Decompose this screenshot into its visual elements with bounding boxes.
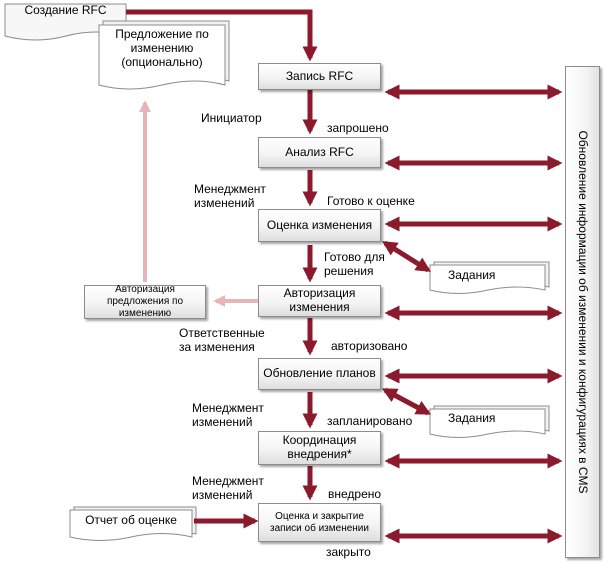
evaluation-closure-box: Оценка и закрытие записи об изменении <box>258 503 381 542</box>
role-initiator: Инициатор <box>201 111 262 125</box>
document-evaluation-report <box>69 506 197 541</box>
coordination-box: Координация внедрения* <box>258 431 381 465</box>
status-requested: запрошено <box>327 121 389 135</box>
status-authorized: авторизовано <box>331 339 408 353</box>
arrow-create-to-record <box>126 9 318 62</box>
role-change-management-3: Менеджмент изменений <box>192 474 264 503</box>
change-assessment-box: Оценка изменения <box>258 209 381 242</box>
role-responsible: Ответственные за изменения <box>179 326 265 355</box>
arrow-update-to-tasks-2 <box>381 387 432 416</box>
tasks-2-label: Задания <box>448 411 496 425</box>
analysis-box: Анализ RFC <box>258 137 381 168</box>
tasks-1-label: Задания <box>448 268 496 282</box>
proposal-authorization-box: Авторизация предложения по изменению <box>84 284 206 319</box>
role-change-management-2: Менеджмент изменений <box>192 401 264 430</box>
status-closed: закрыто <box>326 545 371 559</box>
status-scheduled: запланировано <box>327 414 413 428</box>
cms-update-box: Обновление информации об изменении и кон… <box>565 66 600 558</box>
status-implemented: внедрено <box>328 487 382 501</box>
cms-arrows <box>384 84 563 544</box>
update-plans-box: Обновление планов <box>258 358 381 390</box>
authorization-box: Авторизация изменения <box>258 285 381 317</box>
record-rfc-box: Запись RFC <box>258 63 381 90</box>
document-tasks-1 <box>429 261 550 294</box>
cms-update-label: Обновление информации об изменении и кон… <box>575 130 590 494</box>
status-ready-for-assessment: Готово к оценке <box>327 194 415 208</box>
arrow-assessment-to-tasks-1 <box>382 240 431 273</box>
feedback-arrows <box>139 100 258 307</box>
proposal-label: Предложение по изменению (опционально) <box>115 27 209 69</box>
evaluation-report-label: Отчет об оценке <box>85 513 177 527</box>
create-rfc-label: Создание RFC <box>24 3 107 17</box>
status-ready-for-decision: Готово для решения <box>324 250 385 279</box>
document-tasks-2 <box>429 405 550 438</box>
document-proposal <box>98 20 230 90</box>
role-change-management-1: Менеджмент изменений <box>194 182 266 211</box>
main-flow-arrows <box>126 9 432 529</box>
